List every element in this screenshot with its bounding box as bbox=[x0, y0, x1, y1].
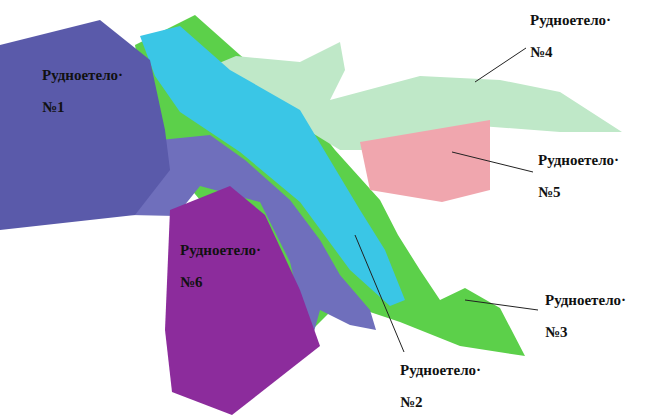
leader-line bbox=[452, 152, 533, 172]
ore-body-5 bbox=[360, 120, 490, 202]
ore-body-label: Рудноетело· №3 bbox=[545, 284, 626, 348]
ore-body-label: Рудноетело· №4 bbox=[530, 4, 611, 68]
ore-body-6 bbox=[165, 186, 320, 415]
ore-body-label: Рудноетело· №2 bbox=[400, 354, 481, 418]
ore-body-label: Рудноетело· №6 bbox=[180, 234, 261, 298]
ore-body-label: Рудноетело· №1 bbox=[42, 59, 123, 123]
leader-line bbox=[475, 48, 526, 82]
ore-body-1 bbox=[0, 20, 170, 230]
leader-line bbox=[355, 235, 404, 352]
ore-body-label: Рудноетело· №5 bbox=[538, 144, 619, 208]
leader-line bbox=[465, 300, 538, 310]
